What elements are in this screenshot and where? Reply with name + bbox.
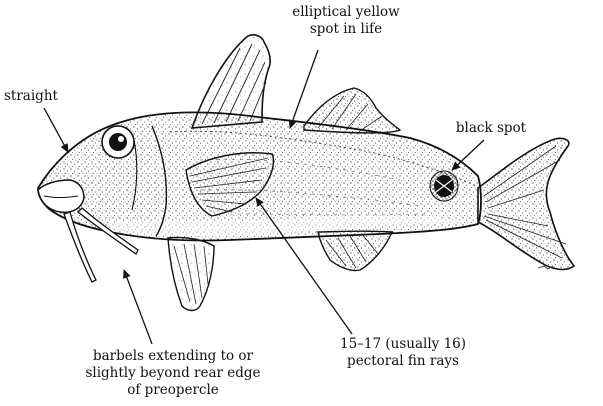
label-yellow-spot-line-2: spot in life	[266, 21, 426, 38]
eye-pupil	[109, 133, 127, 151]
label-pectoral-line-2: pectoral fin rays	[328, 353, 478, 370]
caudal-fin	[478, 138, 574, 269]
arrow-barbels	[124, 270, 152, 344]
arrow-snout	[44, 108, 68, 152]
anal-fin	[318, 231, 392, 270]
label-pectoral-rays: 15–17 (usually 16) pectoral fin rays	[328, 336, 478, 370]
label-yellow-spot-line-1: elliptical yellow	[266, 4, 426, 21]
label-barbels-line-1: barbels extending to or	[58, 348, 288, 365]
pelvic-fin	[168, 237, 214, 310]
label-snout: straight	[4, 88, 74, 105]
label-yellow-spot: elliptical yellow spot in life	[266, 4, 426, 38]
label-barbels-line-2: slightly beyond rear edge	[58, 365, 288, 382]
label-black-spot: black spot	[446, 120, 536, 137]
label-black-spot-line-1: black spot	[446, 120, 536, 137]
fish-head	[38, 126, 166, 236]
arrow-black-spot	[452, 140, 484, 170]
label-pectoral-line-1: 15–17 (usually 16)	[328, 336, 478, 353]
label-barbels: barbels extending to or slightly beyond …	[58, 348, 288, 399]
label-barbels-line-3: of preopercle	[58, 382, 288, 399]
black-spot	[430, 171, 458, 201]
label-snout-line-1: straight	[4, 88, 74, 105]
